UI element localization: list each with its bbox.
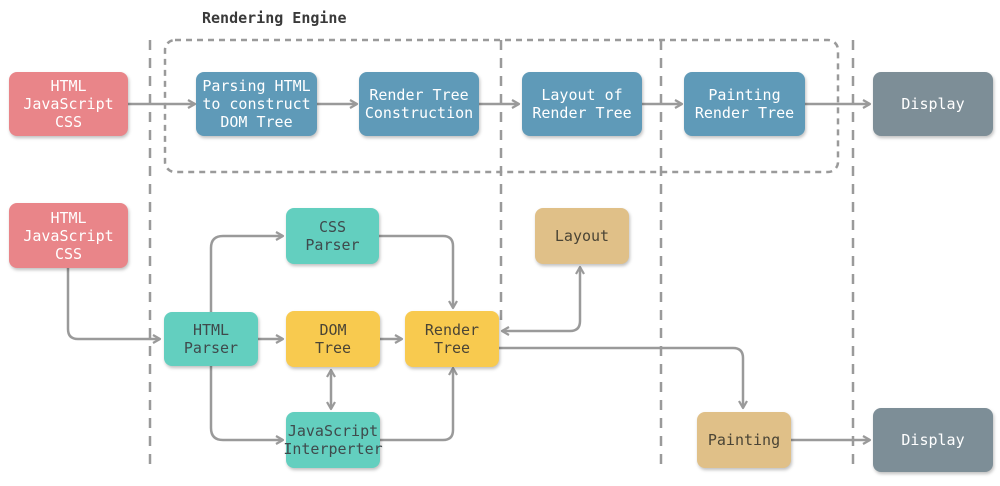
render-tree-box: Render Tree — [405, 311, 499, 367]
render-tree-construction-box: Render Tree Construction — [359, 72, 479, 136]
top-display-box: Display — [873, 72, 993, 136]
dom-tree-box: DOM Tree — [286, 311, 380, 367]
layout-render-tree-box: Layout of Render Tree — [522, 72, 642, 136]
top-input-box: HTML JavaScript CSS — [9, 72, 128, 136]
arrow-input-to-html-parser — [66, 268, 162, 344]
painting-box: Painting — [697, 412, 791, 468]
rendering-engine-title: Rendering Engine — [202, 9, 347, 27]
arrow-html-parser-to-js — [209, 366, 285, 445]
layout-box: Layout — [535, 208, 629, 264]
arrow-html-parser-to-css-parser — [209, 231, 285, 312]
css-parser-box: CSS Parser — [286, 208, 379, 264]
html-parser-box: HTML Parser — [164, 312, 258, 366]
parse-html-box: Parsing HTML to construct DOM Tree — [196, 72, 317, 136]
bottom-input-box: HTML JavaScript CSS — [9, 203, 128, 268]
javascript-interpreter-box: JavaScript Interperter — [283, 412, 383, 468]
arrow-render-tree-layout-bidirectional — [500, 265, 585, 336]
arrow-css-parser-to-render-tree — [379, 234, 458, 310]
arrow-js-to-render-tree — [379, 366, 458, 442]
painting-render-tree-box: Painting Render Tree — [684, 72, 805, 136]
arrow-render-tree-to-painting — [499, 346, 748, 410]
bottom-display-box: Display — [873, 408, 993, 472]
